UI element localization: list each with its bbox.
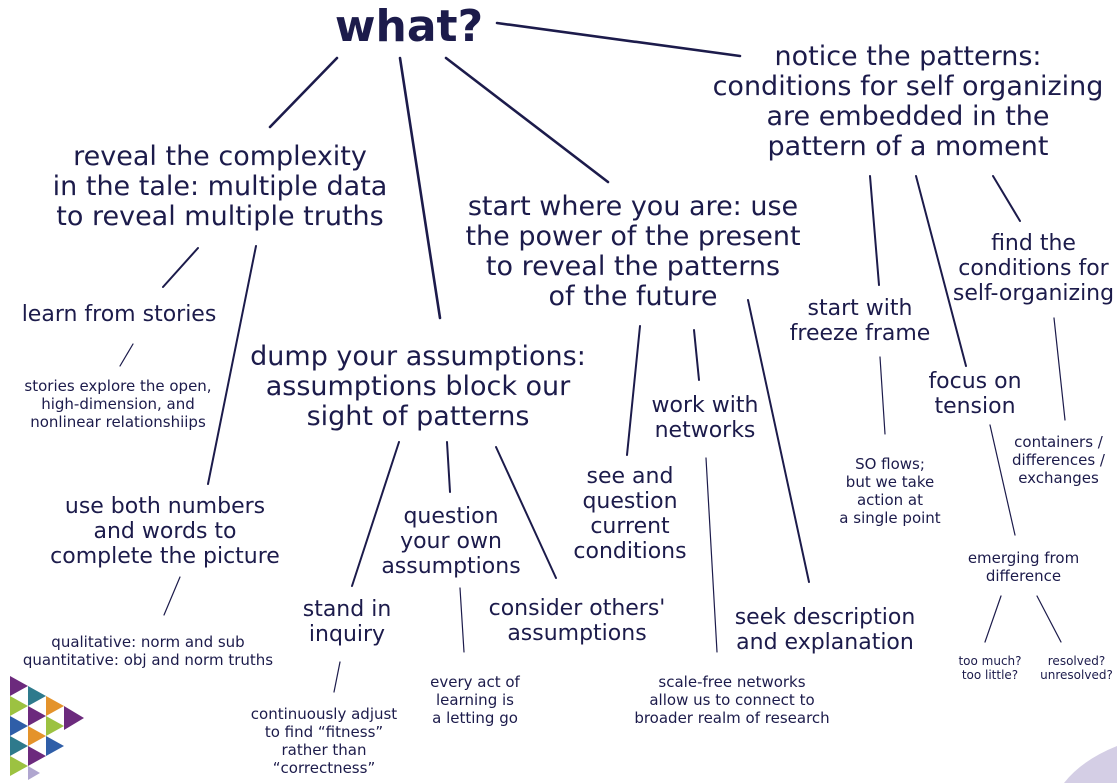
node-question-your-own: question your own assumptions [381,504,521,579]
connector-notice-startwith [869,175,880,286]
node-qualitative-quantitative: qualitative: norm and sub quantitative: … [22,633,274,669]
node-emerging-from-difference: emerging from difference [967,549,1080,585]
connector-startwhere-seek [747,299,810,583]
node-use-both-numbers: use both numbers and words to complete t… [50,494,280,569]
connector-emerging-toomuch [984,595,1002,643]
connector-reveal-useboth [207,245,257,485]
node-start-with-freeze-frame: start with freeze frame [789,296,931,346]
corner-decoration [1064,746,1117,783]
node-scale-free-networks: scale-free networks allow us to connect … [634,673,830,727]
node-start-where-you-are: start where you are: use the power of th… [465,191,801,312]
node-work-with-networks: work with networks [651,393,759,443]
node-focus-on-tension: focus on tension [928,369,1022,419]
connector-title-reveal [268,56,339,129]
connector-startwhere-see [626,325,641,456]
connector-focus-emerging [989,424,1016,536]
connector-startwith-soflows [879,356,886,435]
connector-notice-focus [915,175,967,367]
node-learn-from-stories: learn from stories [21,302,217,327]
node-dump-your-assumptions: dump your assumptions: assumptions block… [250,341,586,432]
node-containers-differences: containers / differences / exchanges [1012,433,1105,487]
connector-startwhere-work [693,329,700,381]
connector-emerging-resolved [1036,595,1062,643]
connector-useboth-qual [163,576,181,616]
connector-notice-find [992,175,1021,222]
connector-dump-consider [495,446,557,579]
node-resolved: resolved? unresolved? [1040,654,1113,682]
connector-learn-stories [119,343,134,367]
node-stand-in-inquiry: stand in inquiry [302,597,392,647]
node-so-flows: SO flows; but we take action at a single… [839,455,941,527]
connector-question-everyact [459,587,465,653]
node-seek-description: seek description and explanation [734,605,916,655]
node-see-and-question: see and question current conditions [573,464,687,564]
connector-dump-question [446,441,451,493]
diagram-title: what? [334,1,484,52]
node-find-the-conditions: find the conditions for self-organizing [952,231,1115,306]
node-continuously-adjust: continuously adjust to find “fitness” ra… [250,705,398,777]
connector-title-startwhere [444,56,610,184]
connector-title-dump [398,56,442,320]
node-every-act-of-learning: every act of learning is a letting go [430,673,520,727]
connector-title-notice [495,21,742,58]
node-too-much: too much? too little? [958,654,1022,682]
connector-stand-continuously [333,661,341,693]
connector-dump-stand [351,441,400,587]
connector-reveal-learn [162,247,199,288]
connector-find-containers [1053,317,1066,421]
node-consider-others: consider others' assumptions [488,596,666,646]
node-reveal-the-complexity: reveal the complexity in the tale: multi… [52,141,388,232]
logo-icon [10,676,84,780]
connector-work-scalefree [705,457,718,653]
node-notice-the-patterns: notice the patterns: conditions for self… [712,41,1104,162]
node-stories-explore: stories explore the open, high-dimension… [24,377,212,431]
